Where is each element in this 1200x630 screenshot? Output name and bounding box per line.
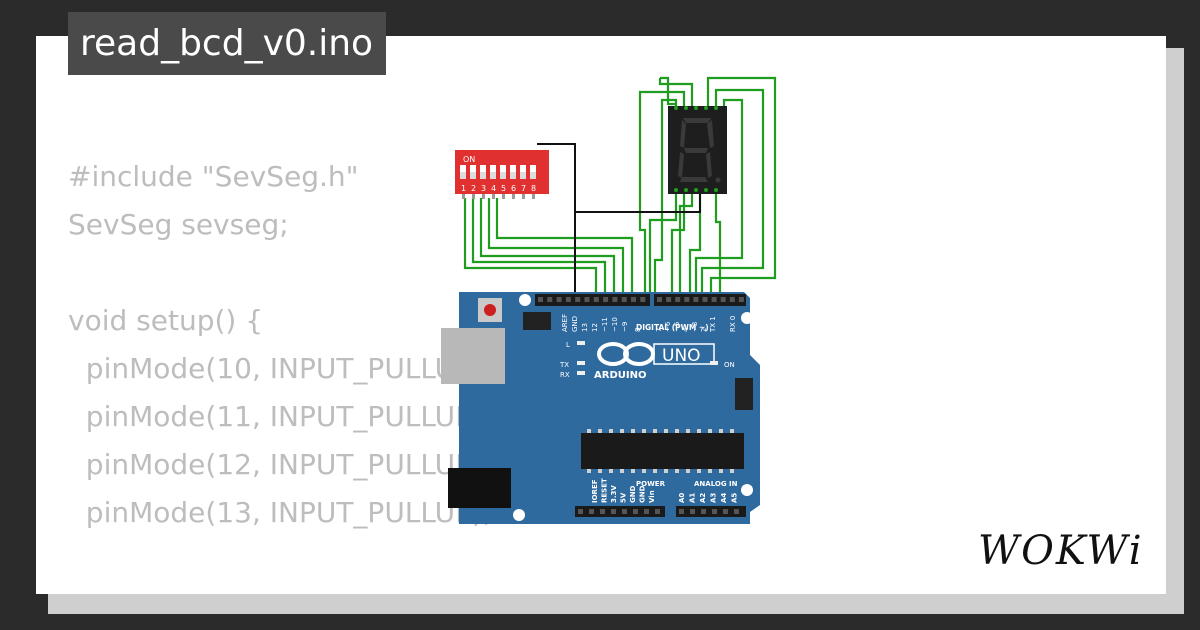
power-jack [448,468,511,508]
dip-number: 4 [491,184,496,193]
power-pin-label: GND [629,485,637,503]
wokwi-logo: WOKWi [978,528,1144,574]
dip-number: 3 [481,184,486,193]
pin-label: GND [571,316,579,332]
dip-on-label: ON [463,155,475,164]
seven-segment-display[interactable] [668,106,727,194]
code-line: SevSeg sevseg; [68,208,289,241]
power-pin-label: 5V [620,492,628,503]
pin-label: ~5 [673,322,681,332]
pin-label: TX 1 [709,316,717,333]
code-preview: #include "SevSeg.h" SevSeg sevseg; void se… [68,153,492,594]
analog-pin-label: A4 [720,493,728,503]
pin-label: 13 [581,323,589,332]
dip-number: 6 [511,184,516,193]
power-pin-label: GND [639,485,647,503]
green-wires [463,76,777,298]
power-pin-label: Vin [648,490,656,503]
dip-number: 7 [521,184,526,193]
header-power [575,506,665,517]
pin-label: 12 [591,323,599,332]
analog-pin-label: A5 [731,493,739,503]
code-line: // Single digit display [68,585,492,594]
analog-pin-label: A3 [710,493,718,503]
power-pin-label: 3.3V [610,485,618,503]
analog-label: ANALOG IN [694,480,738,488]
header-digital-high [535,294,650,306]
display-segments [678,118,721,183]
analog-pin-label: A2 [699,493,707,503]
digital-label: DIGITAL (PWM ~) [636,323,709,332]
power-pin-label: RESET [601,478,609,503]
led-tx-label: TX [559,361,569,369]
dip-number: 5 [501,184,506,193]
uno-label: UNO [662,346,701,366]
black-wires [537,143,701,298]
arduino-logo: UNO ARDUINO [594,342,715,381]
code-line: pinMode(12, INPUT_PULLUP); [68,448,493,481]
pin-label: 8 [634,328,642,332]
analog-pin-label: A0 [678,493,686,503]
led-rx-label: RX [560,371,570,379]
arduino-label: ARDUINO [594,370,646,381]
pin-label: AREF [561,314,569,332]
pin-label: ~6 [664,321,672,332]
code-line: void setup() { [68,304,264,337]
pin-label: 7 [655,328,663,332]
header-analog [676,506,746,517]
code-line: pinMode(10, INPUT_PULLUP); [68,352,493,385]
microcontroller-chip [581,433,744,469]
led-on-label: ON [724,361,735,369]
analog-pin-label: A1 [689,493,697,503]
pin-label: RX 0 [729,316,737,332]
power-label: POWER [636,480,666,488]
pin-label: ~3 [691,322,699,332]
reset-button[interactable] [484,304,496,316]
project-title: read_bcd_v0.ino [68,12,387,75]
power-pin-label: IOREF [591,479,599,503]
code-line: pinMode(13, INPUT_PULLUP); [68,496,493,529]
pin-label: 2 [700,328,708,332]
led-l-label: L [566,341,570,349]
pin-label: 4 [682,327,690,332]
pin-label: ~9 [621,322,629,332]
code-line: pinMode(11, INPUT_PULLUP); [68,400,493,433]
dip-number: 2 [471,184,476,193]
pin-label: ~11 [601,317,609,332]
dip-number: 8 [531,184,536,193]
dip-number: 1 [461,184,466,193]
code-line: #include "SevSeg.h" [68,160,359,193]
usb-port [441,328,505,384]
pin-label: ~10 [611,317,619,332]
